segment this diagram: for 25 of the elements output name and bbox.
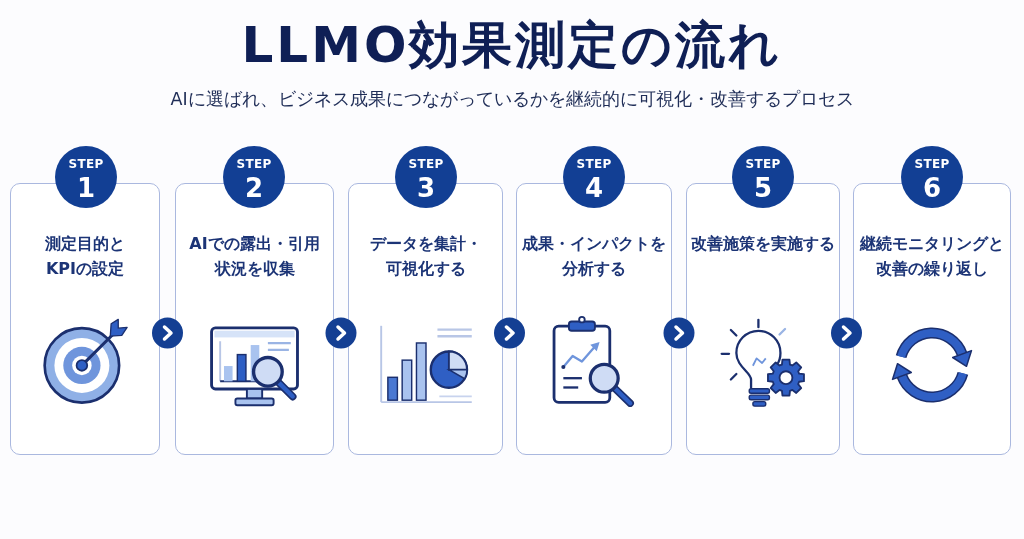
step-description: 測定目的とKPIの設定 — [44, 233, 126, 280]
step-number: 2 — [244, 174, 264, 202]
step-number: 4 — [584, 174, 604, 202]
step-description: 成果・インパクトを分析する — [521, 233, 667, 280]
chevron-arrow — [152, 317, 183, 349]
step-number: 3 — [416, 174, 436, 202]
chevron-arrow — [663, 317, 695, 349]
step-label: STEP — [408, 157, 444, 171]
diagram-title: LLMO効果測定の流れ — [241, 15, 783, 76]
step-number: 1 — [76, 174, 96, 202]
step-label: STEP — [914, 157, 950, 171]
chevron-arrow — [494, 317, 525, 349]
chevron-arrow — [325, 317, 357, 349]
subtitle: AIに選ばれ、ビジネス成果につながっているかを継続的に可視化・改善するプロセス — [170, 88, 854, 110]
step-label: STEP — [68, 157, 104, 171]
step-number: 5 — [753, 174, 773, 202]
step-description: データを集計・可視化する — [368, 233, 483, 280]
step-description: 改善施策を実施する — [690, 233, 836, 255]
step-label: STEP — [576, 157, 612, 171]
step-label: STEP — [745, 157, 781, 171]
step-number: 6 — [922, 174, 942, 202]
step-description: AIでの露出・引用状況を収集 — [188, 233, 321, 280]
chevron-arrow — [831, 317, 862, 349]
step-description: 継続モニタリングと改善の繰り返し — [858, 233, 1005, 280]
step-label: STEP — [236, 157, 272, 171]
